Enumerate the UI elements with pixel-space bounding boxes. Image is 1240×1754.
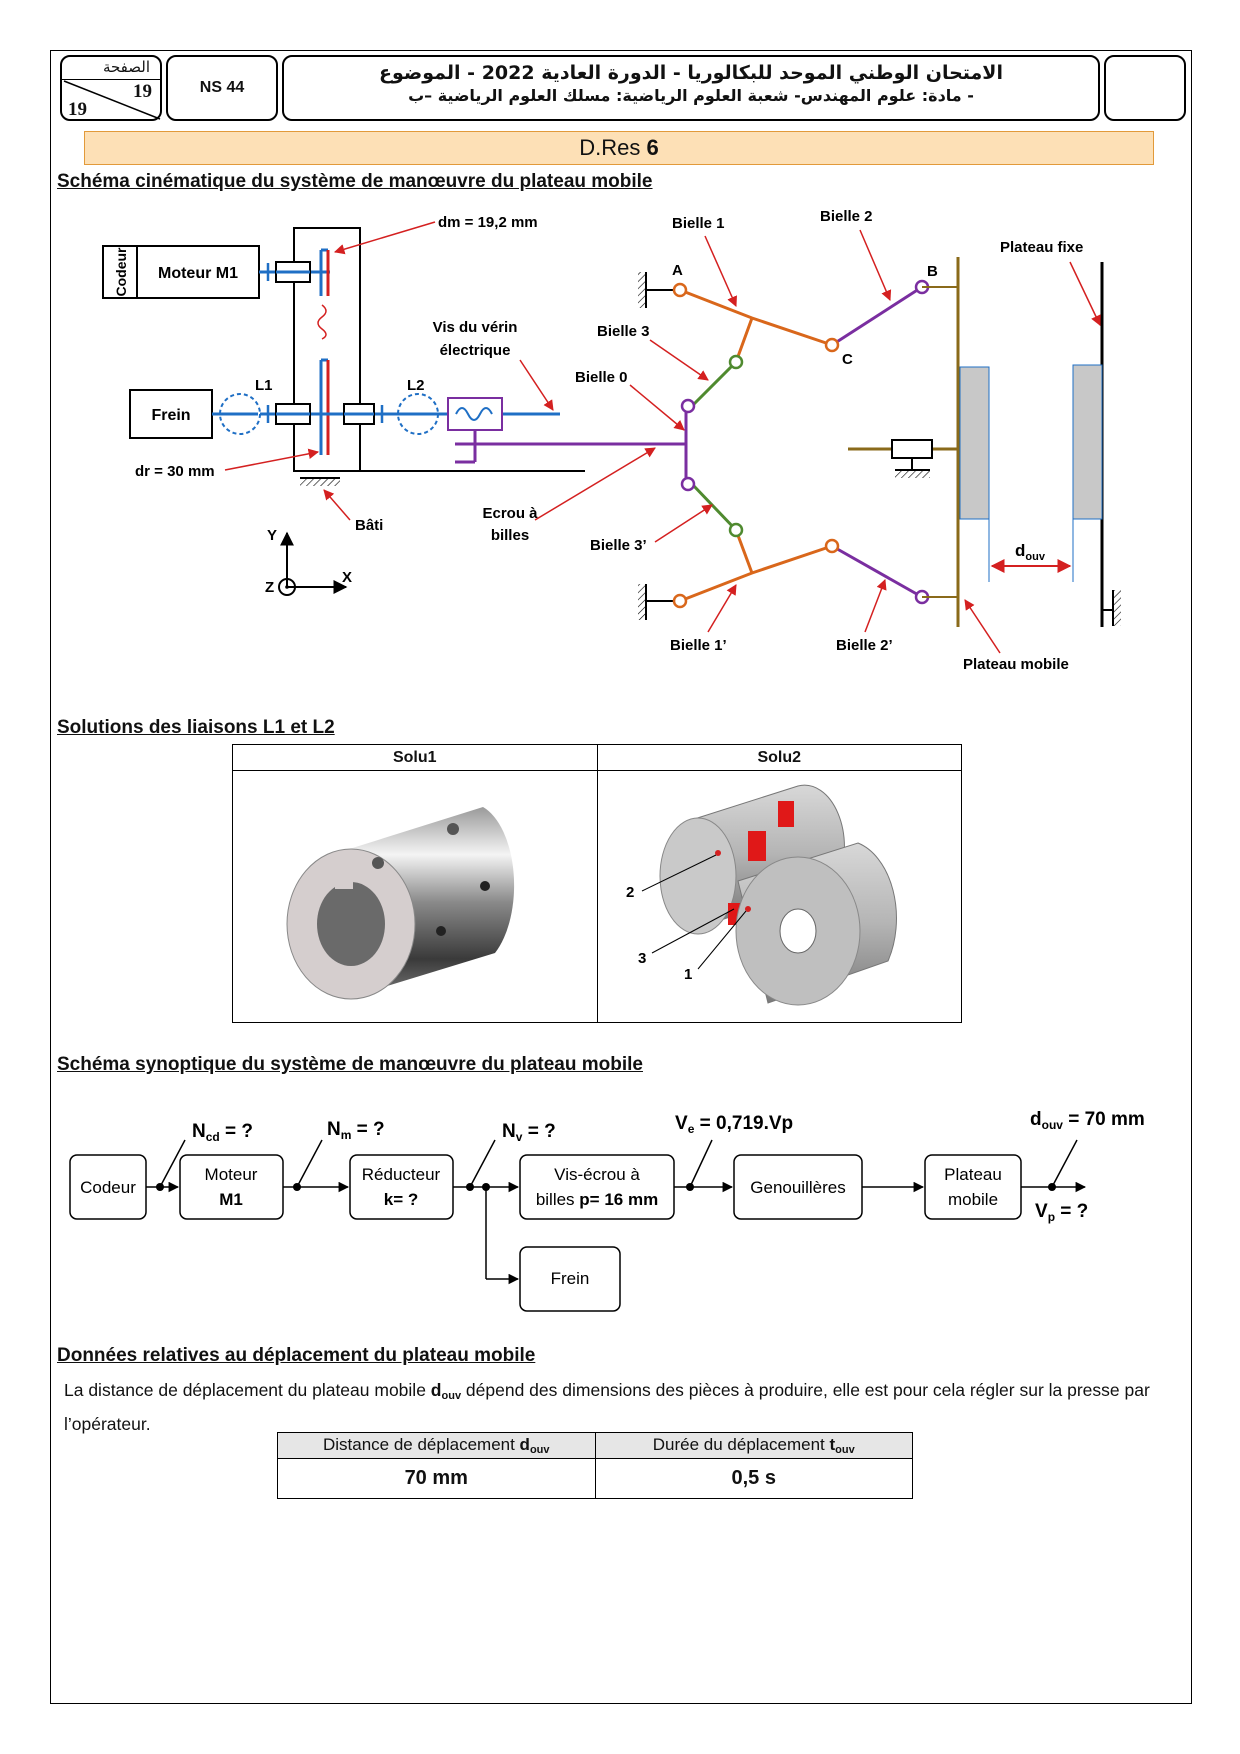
svg-text:Codeur: Codeur bbox=[80, 1178, 136, 1197]
signal-vp: Vp = ? bbox=[1035, 1201, 1088, 1224]
part-2: 2 bbox=[626, 884, 634, 901]
bielle3-label: Bielle 3 bbox=[597, 323, 650, 340]
page-label: الصفحة bbox=[102, 58, 150, 76]
svg-text:Moteur: Moteur bbox=[205, 1165, 258, 1184]
part-3: 3 bbox=[638, 950, 646, 967]
exam-title-line2: - مادة: علوم المهندس- شعبة العلوم الرياض… bbox=[408, 86, 974, 105]
bati-label: Bâti bbox=[355, 517, 383, 534]
bielle0-label: Bielle 0 bbox=[575, 369, 628, 386]
doc-banner-label: D.Res bbox=[579, 135, 641, 160]
point-a: A bbox=[672, 262, 683, 279]
svg-text:Réducteur: Réducteur bbox=[362, 1165, 441, 1184]
page-current: 19 bbox=[133, 81, 152, 102]
svg-text:Genouillères: Genouillères bbox=[750, 1178, 845, 1197]
ecrou-label-1: Ecrou à bbox=[482, 505, 538, 522]
signal-nm: Nm = ? bbox=[327, 1119, 385, 1142]
codeur-label: Codeur bbox=[113, 247, 129, 297]
exam-code-box: NS 44 bbox=[166, 55, 278, 121]
signal-nv: Nv = ? bbox=[502, 1121, 556, 1144]
dm-label: dm = 19,2 mm bbox=[438, 214, 538, 231]
section4-paragraph: La distance de déplacement du plateau mo… bbox=[64, 1380, 1150, 1434]
ecrou-label-2: billes bbox=[491, 527, 529, 544]
signal-douv: douv = 70 mm bbox=[1030, 1109, 1145, 1132]
bielle1-label: Bielle 1 bbox=[672, 215, 725, 232]
plateau-fixe-label: Plateau fixe bbox=[1000, 239, 1083, 256]
axis-x: X bbox=[342, 569, 352, 586]
table-header-duration: Durée du déplacement touv bbox=[594, 1432, 913, 1459]
bielle3p-label: Bielle 3’ bbox=[590, 537, 647, 554]
l1-label: L1 bbox=[255, 377, 273, 394]
solutions-table: Solu1 Solu2 bbox=[232, 744, 962, 1023]
bielle1p-label: Bielle 1’ bbox=[670, 637, 727, 654]
dr-label: dr = 30 mm bbox=[135, 463, 215, 480]
section1-title: Schéma cinématique du système de manœuvr… bbox=[57, 171, 653, 192]
signal-ve: Ve = 0,719.Vp bbox=[675, 1113, 793, 1136]
solu2-header: Solu2 bbox=[596, 744, 962, 771]
moteur-label: Moteur M1 bbox=[158, 265, 238, 282]
svg-text:billes p= 16 mm: billes p= 16 mm bbox=[536, 1190, 658, 1209]
bielle2-label: Bielle 2 bbox=[820, 208, 873, 225]
section4-title: Données relatives au déplacement du plat… bbox=[57, 1345, 536, 1366]
exam-title-line1: الامتحان الوطني الموحد للبكالوريا - الدو… bbox=[379, 62, 1003, 84]
d-ouv-label: douv bbox=[1015, 541, 1046, 563]
exam-title-box: الامتحان الوطني الموحد للبكالوريا - الدو… bbox=[282, 55, 1100, 121]
table-value-distance: 70 mm bbox=[277, 1458, 596, 1499]
frein-label: Frein bbox=[151, 407, 190, 424]
solu1-image bbox=[232, 770, 598, 1023]
point-b: B bbox=[927, 263, 938, 280]
page-frame bbox=[50, 50, 1192, 1704]
svg-text:k= ?: k= ? bbox=[384, 1190, 419, 1209]
svg-text:Vis-écrou à: Vis-écrou à bbox=[554, 1165, 640, 1184]
synoptic-diagram: Codeur Moteur M1 Réducteur k= ? Vis-écro… bbox=[69, 1109, 1145, 1312]
plateau-mobile-label: Plateau mobile bbox=[963, 656, 1069, 673]
exam-code: NS 44 bbox=[199, 79, 245, 96]
doc-banner-number: 6 bbox=[646, 135, 659, 160]
vis-label-2: électrique bbox=[440, 342, 511, 359]
table-header-distance: Distance de déplacement douv bbox=[277, 1432, 596, 1459]
svg-text:Frein: Frein bbox=[551, 1269, 590, 1288]
block-frein bbox=[519, 1246, 621, 1312]
doc-banner: D.Res 6 bbox=[84, 131, 1154, 165]
axis-z: Z bbox=[265, 579, 274, 596]
svg-text:M1: M1 bbox=[219, 1190, 243, 1209]
blank-box bbox=[1104, 55, 1186, 121]
axis-y: Y bbox=[267, 527, 277, 544]
solu2-image: 2 3 1 bbox=[596, 770, 962, 1023]
reducer-housing bbox=[293, 227, 361, 472]
signal-ncd: Ncd = ? bbox=[192, 1121, 253, 1144]
displacement-table: Distance de déplacement douv Durée du dé… bbox=[277, 1432, 913, 1499]
section2-title: Solutions des liaisons L1 et L2 bbox=[57, 717, 335, 738]
svg-text:mobile: mobile bbox=[948, 1190, 998, 1209]
svg-text:Plateau: Plateau bbox=[944, 1165, 1002, 1184]
section3-title: Schéma synoptique du système de manœuvre… bbox=[57, 1054, 643, 1075]
page-total: 19 bbox=[68, 99, 87, 120]
point-c: C bbox=[842, 351, 853, 368]
bielle2p-label: Bielle 2’ bbox=[836, 637, 893, 654]
vis-label-1: Vis du vérin bbox=[433, 319, 518, 336]
l2-label: L2 bbox=[407, 377, 425, 394]
page-number-box: الصفحة 19 19 bbox=[60, 55, 162, 121]
solu1-header: Solu1 bbox=[232, 744, 598, 771]
part-1: 1 bbox=[684, 966, 692, 983]
codeur-block bbox=[102, 245, 138, 299]
kinematic-diagram: Codeur Moteur M1 Frein L1 L2 Bâti dm = 1… bbox=[102, 208, 1121, 673]
table-value-duration: 0,5 s bbox=[594, 1458, 913, 1499]
